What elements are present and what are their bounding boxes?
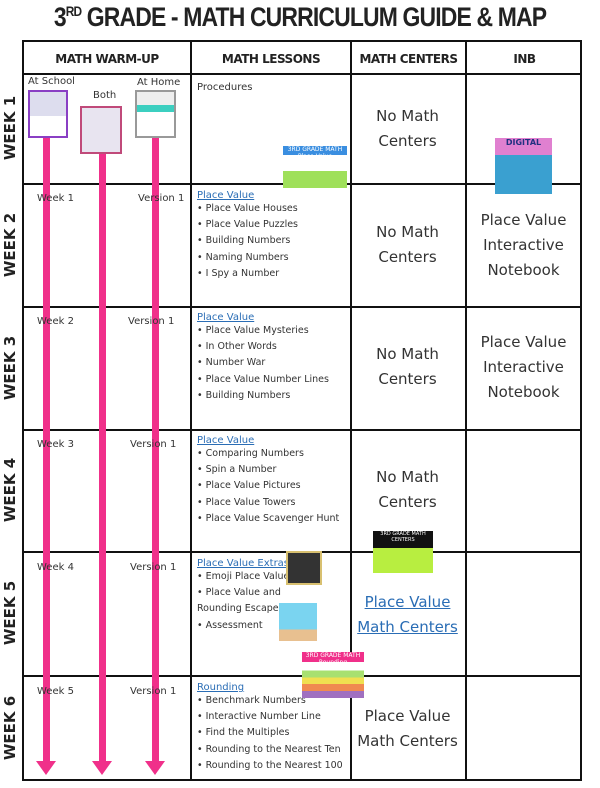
- lesson-item: Find the Multiples: [197, 725, 347, 741]
- at-school-label: At School: [28, 76, 75, 87]
- warmup-week: Week 4: [37, 562, 74, 573]
- rounding-thumbnail[interactable]: 3RD GRADE MATH Rounding: [302, 652, 364, 698]
- lesson-item: Place Value Towers: [197, 495, 347, 511]
- lesson-item: Spin a Number: [197, 462, 347, 478]
- lesson-item: Place Value Number Lines: [197, 372, 347, 388]
- header-math-centers: MATH CENTERS: [359, 51, 458, 66]
- lesson-item: In Other Words: [197, 339, 347, 355]
- lesson-block: Place ValuePlace Value MysteriesIn Other…: [197, 312, 347, 404]
- lesson-item: Naming Numbers: [197, 250, 347, 266]
- lesson-item: Building Numbers: [197, 233, 347, 249]
- both-label: Both: [93, 90, 117, 101]
- lesson-item: Number War: [197, 355, 347, 371]
- warmup-week: Week 1: [37, 193, 74, 204]
- lesson-block: RoundingBenchmark NumbersInteractive Num…: [197, 682, 347, 774]
- math-centers-thumbnail[interactable]: 3RD GRADE MATH CENTERS: [373, 531, 433, 573]
- escape-thumbnail[interactable]: [279, 603, 317, 641]
- lesson-link[interactable]: Place Value Extras: [197, 558, 290, 569]
- header-math-lessons: MATH LESSONS: [221, 51, 321, 66]
- lesson-item: Rounding to the Nearest Ten: [197, 742, 347, 758]
- thumbnail-caption: DIGITAL: [505, 138, 542, 147]
- lesson-item: Rounding to the Nearest 100: [197, 758, 347, 774]
- week-label: WEEK 5: [1, 580, 20, 646]
- lesson-block: Place Value ExtrasEmoji Place ValuePlace…: [197, 558, 322, 634]
- lesson-item: Place Value Puzzles: [197, 217, 347, 233]
- header-inb: INB: [513, 51, 536, 66]
- warmup-version: Version 1: [138, 193, 185, 204]
- lesson-item: Place Value Houses: [197, 201, 347, 217]
- thumbnail-caption: 3RD GRADE MATH CENTERS: [380, 531, 426, 543]
- week-label: WEEK 6: [1, 695, 20, 761]
- lesson-item: Place Value and Rounding Escape: [197, 585, 322, 617]
- at-home-thumbnail[interactable]: [135, 90, 176, 138]
- both-thumbnail[interactable]: [80, 106, 122, 154]
- warmup-week: Week 5: [37, 686, 74, 697]
- at-home-label: At Home: [137, 77, 181, 88]
- warmup-version: Version 1: [130, 439, 177, 450]
- warmup-version: Version 1: [130, 562, 177, 573]
- at-school-thumbnail[interactable]: [28, 90, 68, 138]
- lesson-item: Emoji Place Value: [197, 569, 322, 585]
- lesson-item: Interactive Number Line: [197, 709, 347, 725]
- place-value-thumbnail[interactable]: 3RD GRADE MATH Place Value: [283, 146, 347, 188]
- week-label: WEEK 2: [1, 212, 20, 277]
- lesson-link[interactable]: Place Value: [197, 312, 255, 323]
- lesson-link[interactable]: Place Value: [197, 435, 255, 446]
- warmup-version: Version 1: [128, 316, 175, 327]
- arrow-both: [92, 152, 112, 775]
- arrow-at-home: [145, 138, 165, 775]
- lesson-item: Assessment: [197, 618, 322, 634]
- lesson-item: I Spy a Number: [197, 266, 347, 282]
- lesson-block: Place ValueComparing NumbersSpin a Numbe…: [197, 435, 347, 527]
- week-label: WEEK 3: [1, 335, 20, 400]
- emoji-place-value-thumbnail[interactable]: [286, 551, 322, 585]
- digital-inb-thumbnail[interactable]: DIGITAL: [495, 138, 552, 194]
- lesson-item: Benchmark Numbers: [197, 693, 347, 709]
- lesson-item: Building Numbers: [197, 388, 347, 404]
- thumbnail-caption: 3RD GRADE MATH Rounding: [305, 652, 361, 666]
- warmup-week: Week 3: [37, 439, 74, 450]
- page-title: 3RD GRADE - MATH CURRICULUM GUIDE & MAP: [53, 2, 547, 32]
- warmup-week: Week 2: [37, 316, 74, 327]
- lesson-item: Place Value Mysteries: [197, 323, 347, 339]
- warmup-version: Version 1: [130, 686, 177, 697]
- lesson-item: Place Value Pictures: [197, 478, 347, 494]
- lesson-block: Place ValuePlace Value HousesPlace Value…: [197, 190, 347, 282]
- arrow-at-school: [36, 138, 56, 775]
- lesson-link[interactable]: Rounding: [197, 682, 245, 693]
- lesson-link[interactable]: Place Value: [197, 190, 255, 201]
- week-label: WEEK 1: [1, 95, 20, 161]
- week-label: WEEK 4: [1, 457, 20, 523]
- header-math-warm-up: MATH WARM-UP: [55, 51, 159, 66]
- lesson-item: Comparing Numbers: [197, 446, 347, 462]
- thumbnail-caption: 3RD GRADE MATH Place Value: [287, 146, 343, 160]
- lesson-title: Procedures: [197, 82, 253, 93]
- lesson-item: Place Value Scavenger Hunt: [197, 511, 347, 527]
